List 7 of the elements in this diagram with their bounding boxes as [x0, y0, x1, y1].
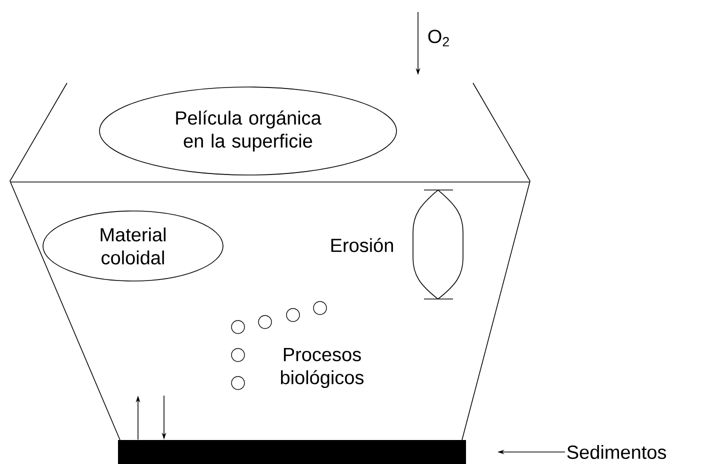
process-label: Procesos biológicos: [280, 348, 364, 388]
sediment-label: Sedimentos: [567, 445, 666, 459]
process-label: Erosión: [331, 238, 393, 252]
sediment-bar: [118, 440, 466, 464]
gas-label: O$_{2}$: [428, 30, 449, 46]
ellipse-label: Material coloidal: [42, 210, 224, 282]
ellipse-label: Película orgánica en la superficie: [99, 86, 397, 176]
